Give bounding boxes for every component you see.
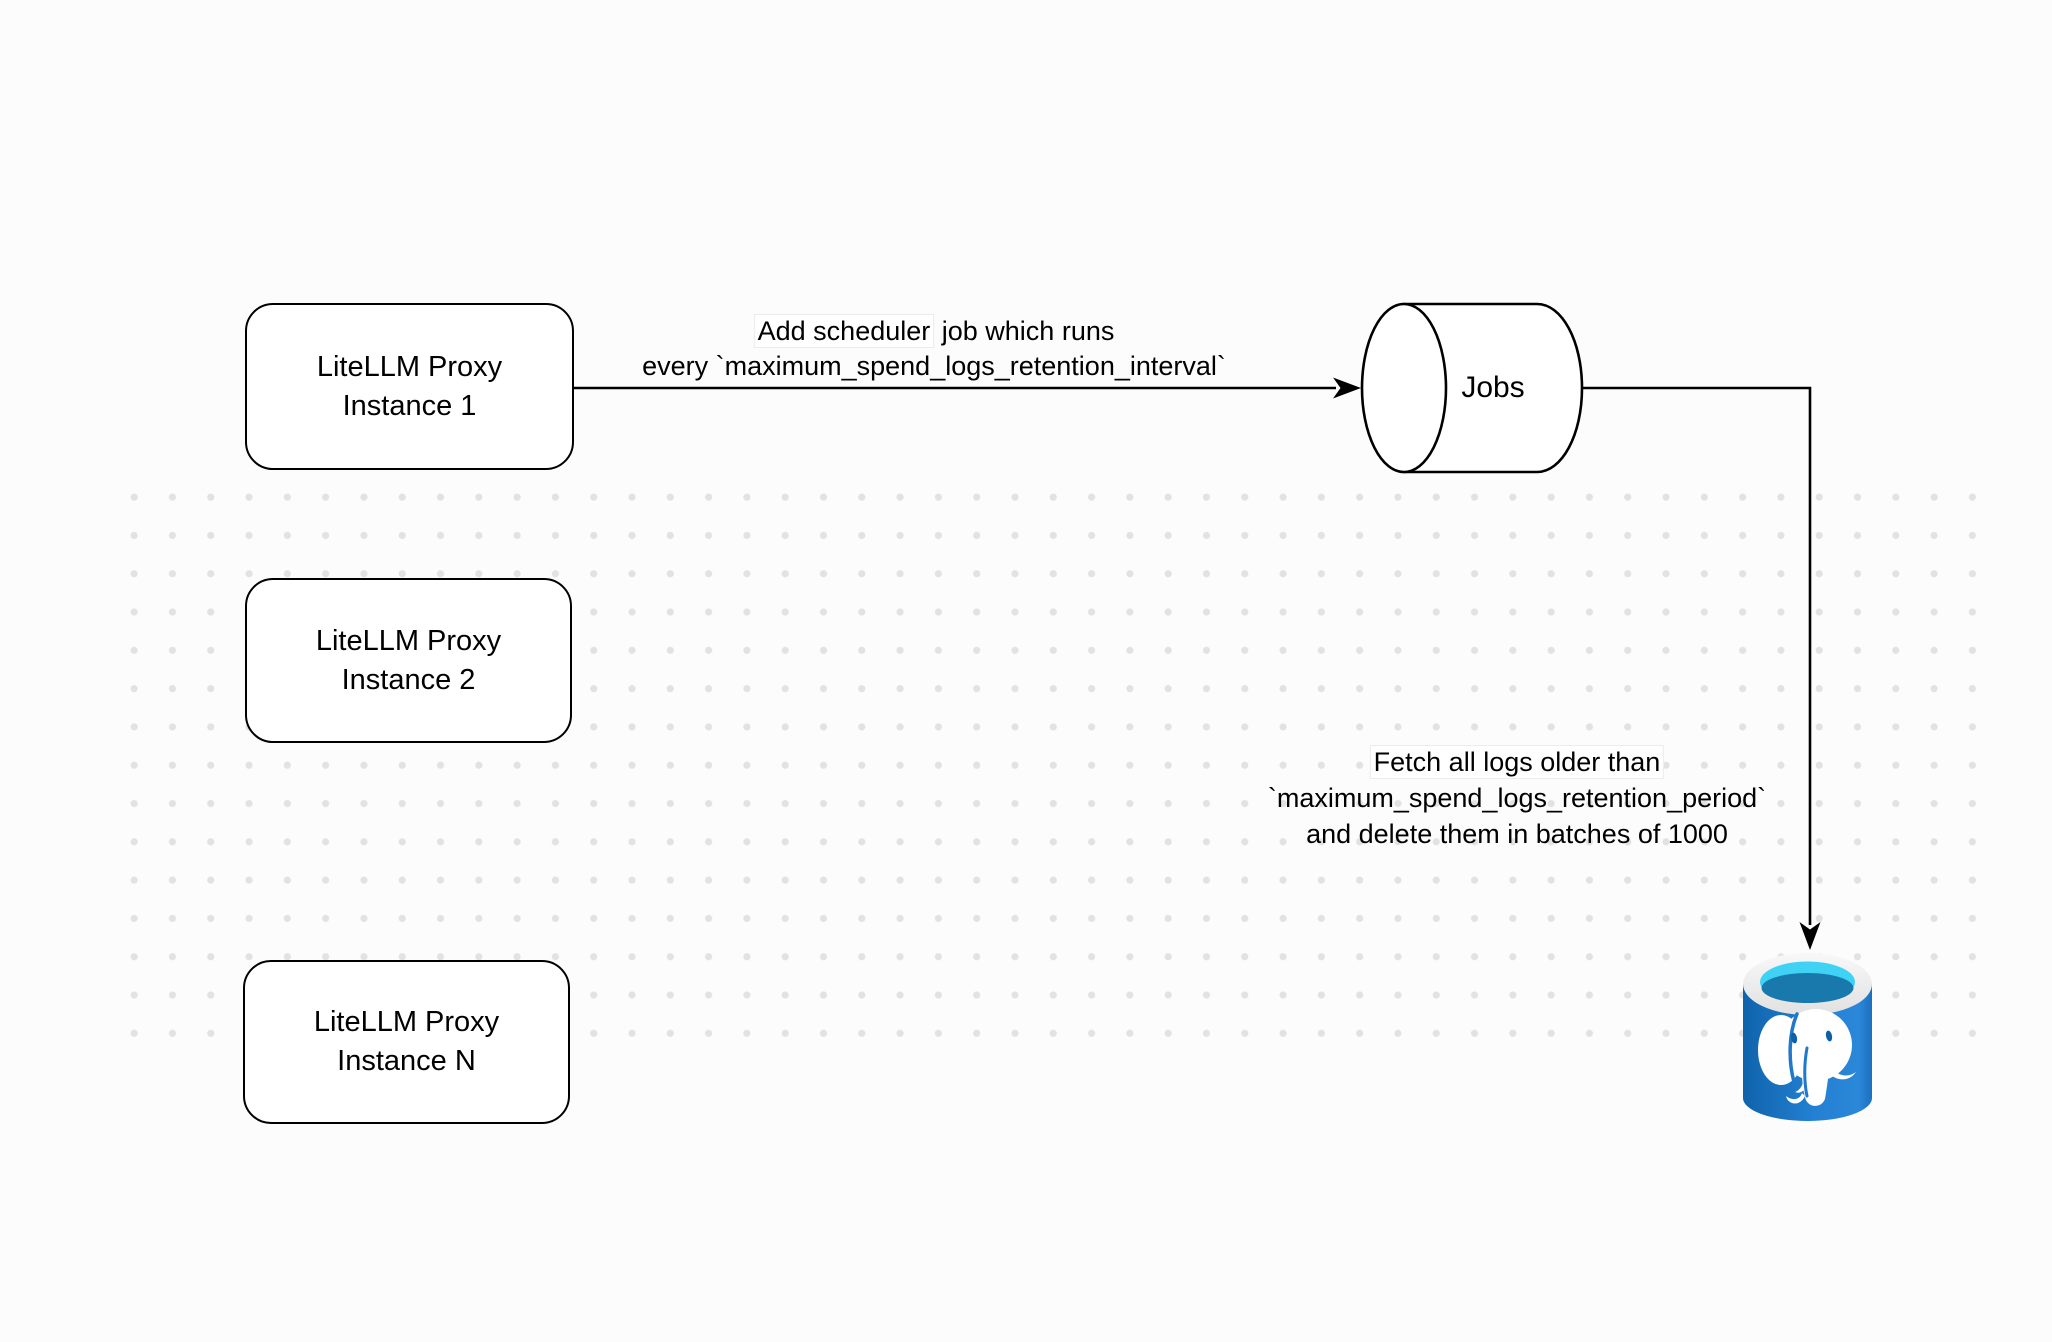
edge-label-scheduler-line1-rest: job which runs [934, 316, 1115, 346]
edge-label-scheduler-line1-highlight: Add scheduler [753, 314, 935, 348]
dot-grid-background [115, 478, 1977, 1053]
edge-scheduler-arrow [574, 377, 1361, 399]
node-jobs-label: Jobs [1461, 371, 1525, 404]
postgres-elephant-logo [1758, 1009, 1856, 1106]
node-label-line: LiteLLM Proxy [313, 1006, 500, 1038]
node-label-line: LiteLLM Proxy [316, 350, 503, 383]
postgresql-database-icon [1743, 953, 1872, 1121]
node-label-line: Instance 1 [342, 389, 477, 422]
node-litellm-proxy-instance-2: LiteLLM Proxy Instance 2 [245, 578, 572, 743]
node-label-line: Instance 2 [341, 663, 476, 696]
jobs-queue-cylinder [1360, 302, 1584, 474]
edge-label-scheduler: Add scheduler job which runs every `maxi… [642, 314, 1226, 384]
node-label-line: Instance N [337, 1045, 476, 1077]
node-label-line: LiteLLM Proxy [315, 624, 502, 657]
edge-label-cleanup-line1: Fetch all logs older than [1268, 744, 1766, 780]
node-litellm-proxy-instance-1: LiteLLM Proxy Instance 1 [245, 303, 574, 470]
edge-label-scheduler-line1: Add scheduler job which runs [642, 314, 1226, 349]
edge-label-cleanup: Fetch all logs older than `maximum_spend… [1268, 744, 1766, 852]
edge-label-cleanup-line1-text: Fetch all logs older than [1369, 745, 1665, 779]
edge-label-cleanup-line3: and delete them in batches of 1000 [1306, 819, 1728, 849]
edge-cleanup-arrow [1582, 386, 1821, 950]
edge-label-scheduler-line2: every `maximum_spend_logs_retention_inte… [642, 351, 1226, 381]
node-litellm-proxy-instance-n: LiteLLM Proxy Instance N [243, 960, 570, 1124]
edge-label-cleanup-line2: `maximum_spend_logs_retention_period` [1267, 783, 1767, 813]
